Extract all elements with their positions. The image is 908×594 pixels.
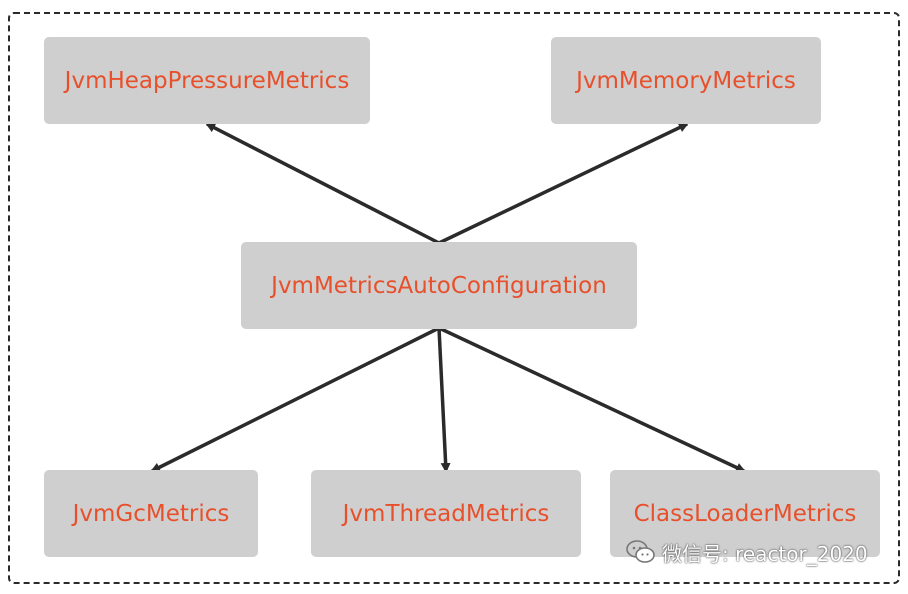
node-jvm-metrics-auto-configuration: JvmMetricsAutoConfiguration (241, 242, 637, 329)
node-label: JvmMetricsAutoConfiguration (271, 272, 607, 299)
node-label: JvmHeapPressureMetrics (64, 67, 350, 94)
diagram-frame (8, 12, 900, 584)
node-label: JvmGcMetrics (72, 500, 230, 527)
watermark-text: 微信号: reactor_2020 (662, 541, 868, 566)
watermark: 微信号: reactor_2020 (626, 538, 868, 566)
node-jvm-heap-pressure-metrics: JvmHeapPressureMetrics (44, 37, 370, 124)
node-class-loader-metrics: ClassLoaderMetrics (610, 470, 880, 557)
node-label: ClassLoaderMetrics (633, 500, 857, 527)
node-jvm-thread-metrics: JvmThreadMetrics (311, 470, 581, 557)
node-label: JvmMemoryMetrics (576, 67, 796, 94)
wechat-icon (626, 540, 655, 563)
node-jvm-memory-metrics: JvmMemoryMetrics (551, 37, 821, 124)
node-label: JvmThreadMetrics (342, 500, 550, 527)
node-jvm-gc-metrics: JvmGcMetrics (44, 470, 258, 557)
